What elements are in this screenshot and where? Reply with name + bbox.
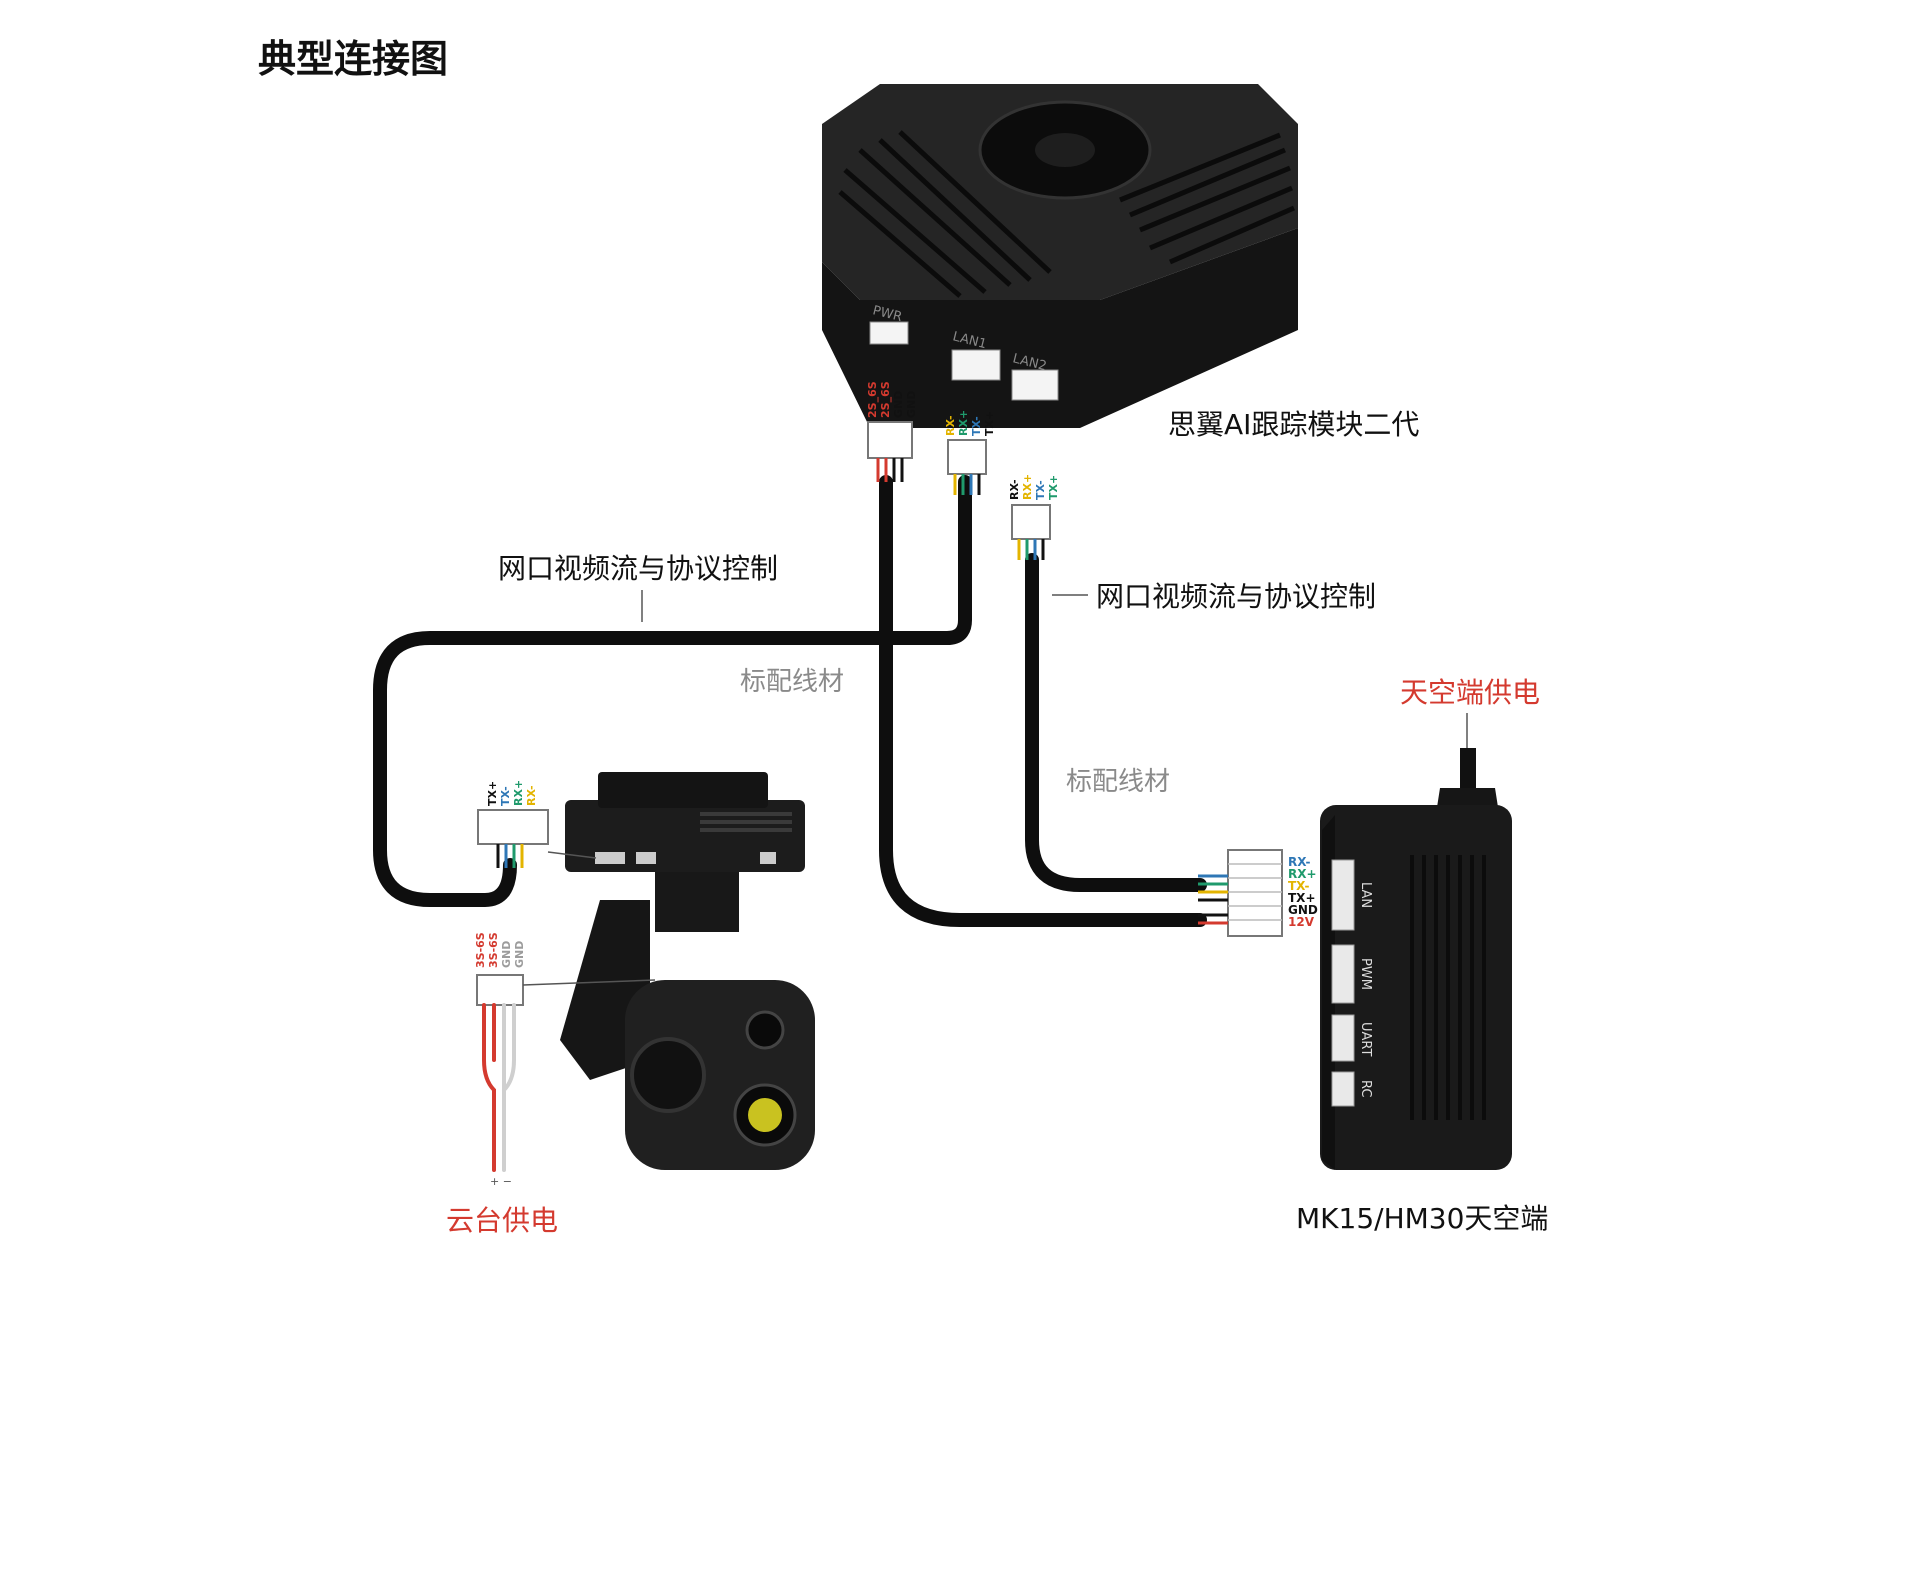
tracker-plugs [867,421,1051,560]
pin-gpwr-4: GND [513,941,526,968]
air-port-label-uart: UART [1358,1022,1373,1056]
gimbal-net-port[interactable] [595,852,625,864]
pin-gnet-3: RX+ [512,780,525,806]
pin-gnet-4: RX- [525,785,538,806]
tracker-module: PWR LAN1 LAN2 [822,84,1298,428]
pin-labels-lan2: RX- RX+ TX- TX+ [1008,474,1060,500]
pwr-port-label: PWR [871,303,903,325]
cable-lan2-to-airunit [1025,553,1207,892]
pin-air-5: GND [1288,903,1318,917]
pin-lan1-3: TX- [970,416,983,436]
air-port-label-lan: LAN [1358,882,1373,908]
cable-label-right-net: 网口视频流与协议控制 [1096,580,1376,613]
pin-labels-air-unit: RX- RX+ TX- TX+ GND 12V [1288,855,1318,929]
gimbal-net-connector [477,809,597,868]
heatsink-fins [838,130,1295,298]
air-port-label-pwm: PWM [1358,958,1373,990]
pin-pwr-4: GND [905,391,918,418]
pwr-plug [867,421,913,459]
cable-pwr-to-airunit [879,475,1207,927]
gimbal-power-label: 云台供电 [446,1204,558,1237]
pin-air-3: TX- [1288,879,1309,893]
polarity-marks: + − [490,1175,512,1188]
pin-lan2-3: TX- [1034,480,1047,500]
gimbal-pwr-port[interactable] [636,852,656,864]
leader-lines [641,590,1468,750]
pin-labels-gimbal-net: TX+ TX- RX+ RX- [486,780,538,806]
pin-gnet-2: TX- [499,786,512,806]
air-unit-label: MK15/HM30天空端 [1296,1202,1548,1235]
lan1-port[interactable] [951,349,1001,381]
pin-air-4: TX+ [1288,891,1316,905]
pwr-port[interactable] [869,321,909,345]
pin-lan1-2: RX+ [957,410,970,436]
pin-gnet-1: TX+ [486,781,499,806]
pin-lan1-4: TX+ [983,411,996,436]
air-port-uart[interactable] [1331,1014,1355,1062]
pin-lan2-4: TX+ [1047,475,1060,500]
tracker-module-label: 思翼AI跟踪模块二代 [1168,408,1419,441]
air-power-label: 天空端供电 [1400,676,1540,709]
cables [373,475,1207,927]
pin-gpwr-2: 3S-6S [487,932,500,968]
lan2-plug [1011,504,1051,540]
lan2-port[interactable] [1011,369,1059,401]
air-unit: LAN PWM UART RC [1320,748,1512,1170]
pin-lan2-1: RX- [1008,479,1021,500]
gimbal-pwr-connector: + − [476,974,656,1188]
air-unit-body [1320,805,1512,1170]
air-port-label-rc: RC [1358,1080,1373,1097]
pin-labels-lan1: RX- RX+ TX- TX+ [944,410,996,436]
pin-pwr-2: 2S_6S [879,381,892,418]
pin-air-1: RX- [1288,855,1311,869]
pin-air-6: 12V [1288,915,1315,929]
pin-lan1-1: RX- [944,415,957,436]
pin-labels-gimbal-pwr: 3S-6S 3S-6S GND GND [474,932,526,968]
cable-label-std-2: 标配线材 [1066,767,1170,797]
cable-label-left-net: 网口视频流与协议控制 [498,552,778,585]
air-port-pwm[interactable] [1331,944,1355,1004]
air-unit-connector [1198,849,1283,937]
page-title: 典型连接图 [258,37,448,81]
pin-lan2-2: RX+ [1021,474,1034,500]
pin-labels-pwr: 2S_6S 2S_6S GND GND [866,381,918,418]
gimbal-camera [560,772,815,1170]
pin-gpwr-1: 3S-6S [474,932,487,968]
pin-gpwr-3: GND [500,941,513,968]
pin-air-2: RX+ [1288,867,1317,881]
camera-lens-small [745,1010,785,1050]
lan1-plug [947,439,987,475]
pin-pwr-3: GND [892,391,905,418]
air-port-rc[interactable] [1331,1071,1355,1107]
cable-label-std-1: 标配线材 [740,667,844,697]
air-port-lan[interactable] [1331,859,1355,931]
pin-pwr-1: 2S_6S [866,381,879,418]
cable-lan1-to-gimbal [373,475,972,907]
